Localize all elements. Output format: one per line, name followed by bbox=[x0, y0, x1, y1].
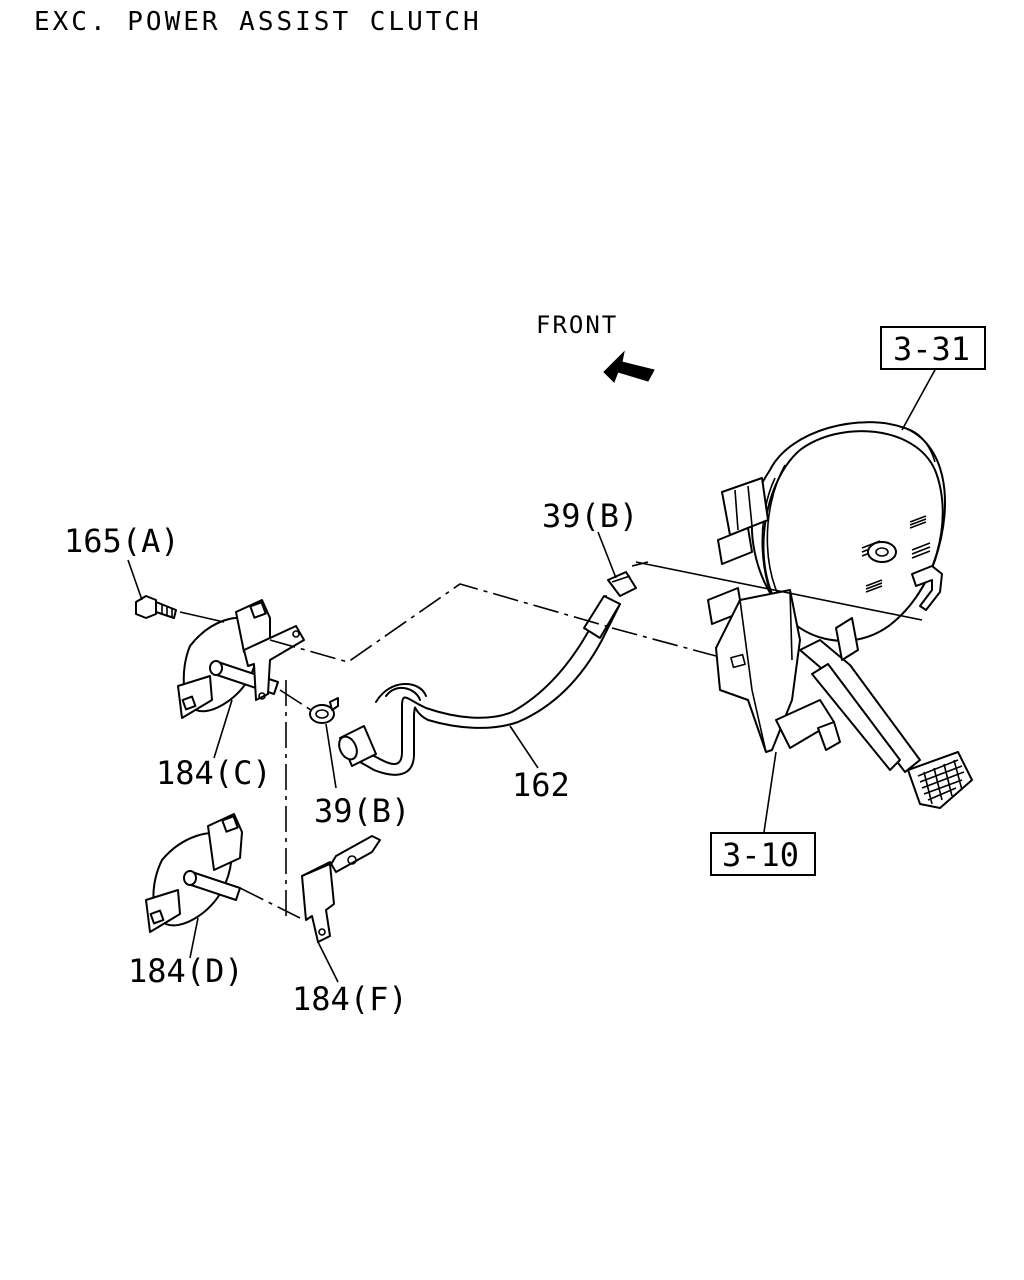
hose-162 bbox=[338, 595, 621, 776]
callout-162: 162 bbox=[512, 766, 570, 804]
callout-39b-top: 39(B) bbox=[542, 497, 638, 535]
pedal-assembly bbox=[707, 477, 973, 809]
brake-booster bbox=[750, 421, 946, 642]
bracket-184f bbox=[301, 835, 381, 943]
callout-184f: 184(F) bbox=[292, 980, 408, 1018]
front-arrow-icon bbox=[603, 350, 655, 383]
assembly-lines bbox=[179, 561, 923, 920]
ref-3-31-label: 3-31 bbox=[893, 330, 970, 368]
callout-184c: 184(C) bbox=[156, 754, 272, 792]
ref-box-3-31[interactable]: 3-31 bbox=[880, 326, 986, 370]
leader-lines bbox=[127, 367, 937, 983]
front-indicator: FRONT bbox=[536, 311, 655, 383]
ref-box-3-10[interactable]: 3-10 bbox=[710, 832, 816, 876]
front-label: FRONT bbox=[536, 311, 618, 339]
ref-3-10-label: 3-10 bbox=[722, 836, 799, 874]
callout-165a: 165(A) bbox=[64, 522, 180, 560]
clip-39b-mid bbox=[309, 697, 339, 724]
clip-39b-top bbox=[607, 571, 637, 597]
diagram-title: EXC. POWER ASSIST CLUTCH bbox=[34, 7, 482, 37]
bracket-184c bbox=[177, 599, 305, 719]
bolt-165a bbox=[135, 595, 177, 619]
callout-39b-mid: 39(B) bbox=[314, 792, 410, 830]
bracket-184d bbox=[145, 813, 243, 933]
callout-184d: 184(D) bbox=[128, 952, 244, 990]
